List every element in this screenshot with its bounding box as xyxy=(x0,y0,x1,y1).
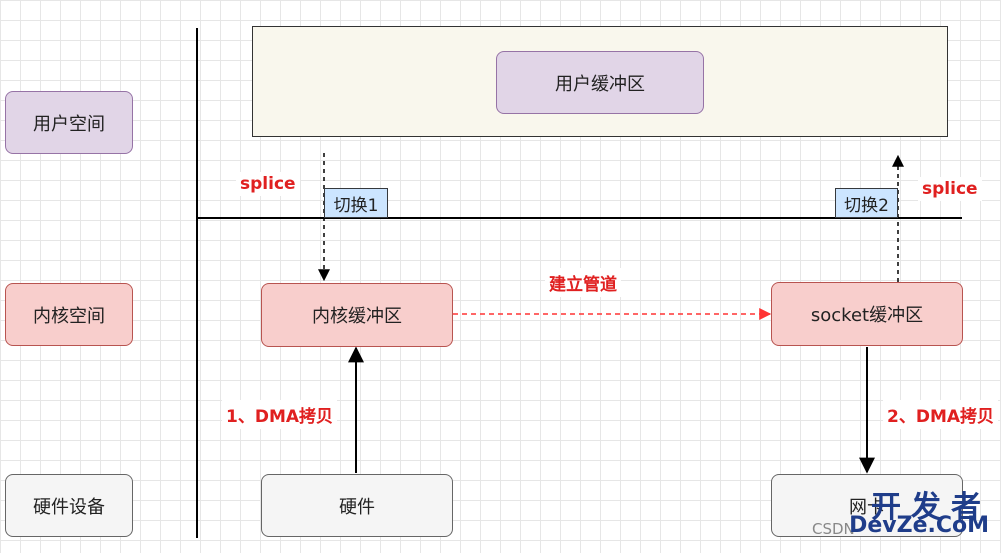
hardware-node: 硬件 xyxy=(261,474,453,537)
row-label-kernel-space: 内核空间 xyxy=(5,283,133,346)
row-label-user-space: 用户空间 xyxy=(5,91,133,154)
watermark-csdn: CSDN xyxy=(812,520,855,538)
switch-tag-2: 切换2 xyxy=(835,188,898,218)
build-pipe-label: 建立管道 xyxy=(545,268,621,297)
nic-node: 网卡 xyxy=(771,474,963,537)
kernel-buffer-node: 内核缓冲区 xyxy=(261,283,453,347)
watermark-cn: 开发者 xyxy=(871,490,991,525)
watermark-en: DevZe.CoM xyxy=(849,513,989,538)
switch-tag-1: 切换1 xyxy=(324,188,388,218)
dma-copy-label-1: 1、DMA拷贝 xyxy=(222,400,338,429)
dma-copy-label-2: 2、DMA拷贝 xyxy=(883,400,999,429)
splice-label-left: splice xyxy=(236,172,300,196)
row-label-hardware-device: 硬件设备 xyxy=(5,474,133,537)
socket-buffer-node: socket缓冲区 xyxy=(771,282,963,346)
user-buffer-node: 用户缓冲区 xyxy=(496,51,704,114)
splice-label-right: splice xyxy=(918,177,982,201)
